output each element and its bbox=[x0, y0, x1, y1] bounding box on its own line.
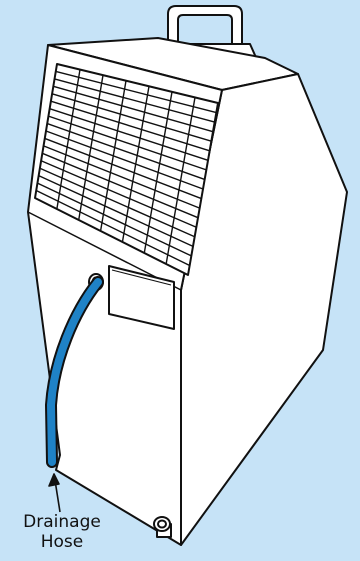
air-grille bbox=[34, 63, 219, 276]
grille-line bbox=[44, 137, 202, 200]
grille-line bbox=[50, 100, 210, 152]
grille-line bbox=[46, 122, 205, 181]
grille-line bbox=[165, 97, 196, 265]
grille-line bbox=[40, 160, 197, 228]
grille-line bbox=[43, 145, 200, 209]
rear-wheel bbox=[153, 516, 172, 538]
grille-line bbox=[49, 108, 209, 161]
grille-line bbox=[37, 182, 192, 257]
grille-line bbox=[48, 115, 207, 171]
grille-line bbox=[51, 93, 212, 142]
grille-line bbox=[55, 70, 217, 114]
grille-line bbox=[99, 80, 127, 232]
callout-line-1: Drainage bbox=[23, 512, 101, 532]
grille-line bbox=[121, 86, 150, 243]
grille-line bbox=[54, 78, 215, 123]
callout-arrow bbox=[48, 473, 61, 513]
grille-line bbox=[39, 167, 195, 238]
grille-line bbox=[78, 75, 104, 221]
grille-line bbox=[56, 69, 81, 210]
grille-line bbox=[35, 189, 190, 267]
grille-line bbox=[45, 130, 204, 190]
callout-drainage-hose: Drainage Hose bbox=[0, 512, 124, 552]
callout-line-2: Hose bbox=[40, 532, 84, 552]
grille-line bbox=[143, 91, 173, 254]
grille-line bbox=[53, 85, 214, 133]
grille-line bbox=[42, 152, 199, 219]
grille-line bbox=[38, 175, 194, 247]
